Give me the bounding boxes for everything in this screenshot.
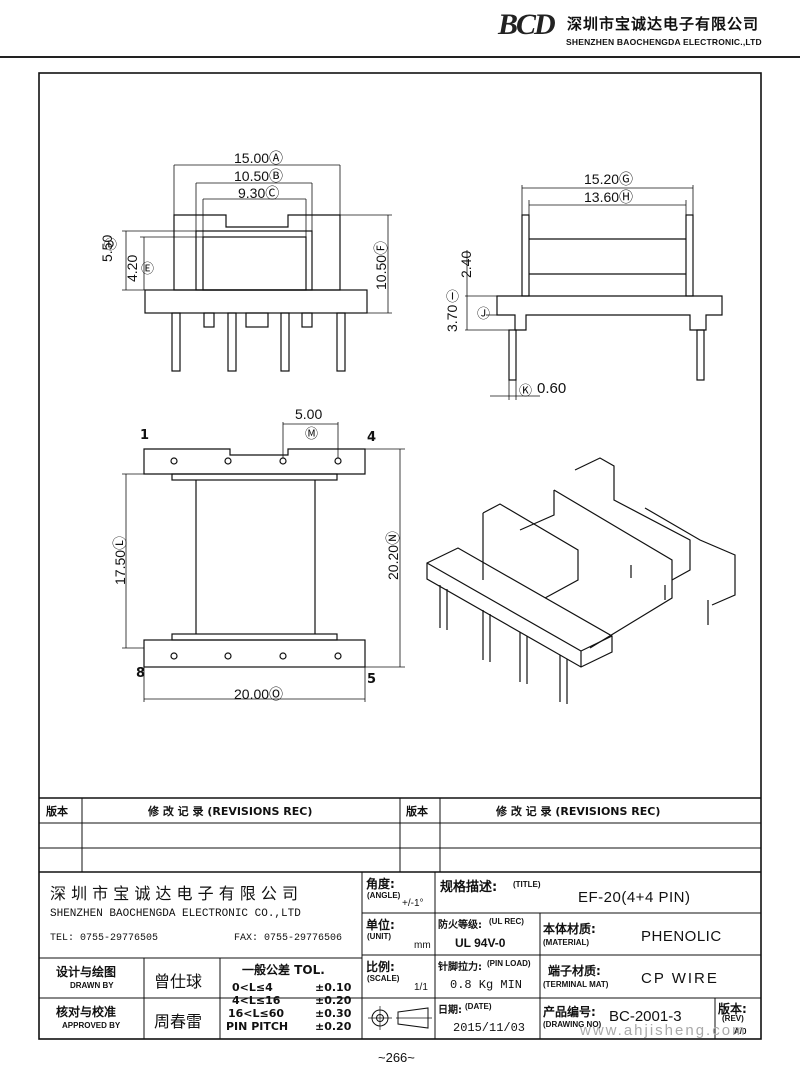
title-block-lines: [39, 872, 761, 1039]
tb-title-val: EF-20(4+4 PIN): [578, 889, 691, 906]
tb-ul-val: UL 94V-0: [455, 936, 506, 950]
dim-d: Ⓓ: [104, 237, 118, 252]
tb-drawing-val: BC-2001-3: [609, 1008, 682, 1025]
pin-1-label: 1: [140, 428, 150, 443]
tol-range: PIN PITCH: [226, 1020, 289, 1033]
tol-value: ±0.30: [315, 1007, 352, 1020]
revision-col-record-2: 修 改 记 录 (REVISIONS REC): [496, 805, 661, 818]
tb-scale-cn: 比例:: [366, 960, 395, 974]
tol-range: 0<L≤4: [232, 981, 273, 994]
tb-title-cn: 规格描述:: [440, 880, 498, 895]
tb-pin-load-cn: 针脚拉力:: [438, 962, 482, 973]
tb-scale-en: (SCALE): [367, 974, 400, 983]
tb-terminal-en: (TERMINAL MAT): [543, 980, 609, 989]
tb-approved-val: 周春雷: [154, 1012, 203, 1031]
dim-m: 5.00: [295, 406, 323, 422]
tb-angle-cn: 角度:: [366, 877, 395, 891]
tol-value: ±0.20: [315, 1020, 352, 1033]
tb-pin-load-val: 0.8 Kg MIN: [450, 978, 523, 992]
tb-drawing-en: (DRAWING NO): [543, 1020, 602, 1029]
revision-col-record: 修 改 记 录 (REVISIONS REC): [148, 805, 313, 818]
tol-value: ±0.20: [315, 994, 352, 1007]
pin-4-label: 4: [367, 430, 377, 445]
tb-angle-val: +/-1°: [402, 898, 424, 909]
front-view: [122, 164, 392, 372]
tb-drawn-val: 曾仕球: [154, 972, 203, 991]
dim-c: 9.30Ⓒ: [238, 185, 280, 201]
header-company-cn: 深圳市宝诚达电子有限公司: [567, 15, 760, 33]
dim-l: 17.50Ⓛ: [112, 535, 128, 585]
side-view: [465, 185, 723, 400]
tb-drawn-cn: 设计与绘图: [56, 965, 117, 979]
tb-scale-val: 1/1: [414, 982, 428, 993]
dim-i: Ⓘ: [446, 289, 460, 304]
pin-5-label: 5: [367, 672, 377, 687]
tb-rev-cn: 版本:: [718, 1002, 747, 1016]
dim-g: 15.20Ⓖ: [584, 171, 634, 187]
tb-unit-en: (UNIT): [367, 932, 391, 941]
tb-date-cn: 日期:: [438, 1005, 462, 1016]
tb-material-en: (MATERIAL): [543, 938, 590, 947]
tb-material-val: PHENOLIC: [641, 928, 722, 945]
dim-n: 20.20Ⓝ: [385, 530, 401, 580]
revision-table-lines: [39, 798, 761, 873]
tol-value: ±0.10: [315, 981, 352, 994]
dim-f: 10.50Ⓕ: [373, 240, 389, 290]
tb-material-cn: 本体材质:: [543, 922, 596, 936]
header: BCD 深圳市宝诚达电子有限公司 SHENZHEN BAOCHENGDA ELE…: [0, 0, 800, 70]
tol-range: 4<L≤16: [232, 994, 281, 1007]
tb-date-en: (DATE): [465, 1002, 492, 1011]
page-number: ~266~: [378, 1050, 415, 1065]
dim-d-value: 5.50: [99, 234, 115, 262]
tb-rev-val: A/0: [734, 1027, 747, 1036]
tol-range: 16<L≤60: [228, 1007, 285, 1020]
dim-b: 10.50Ⓑ: [234, 168, 284, 184]
tb-angle-en: (ANGLE): [367, 891, 401, 900]
tb-approved-cn: 核对与校准: [56, 1005, 117, 1019]
tb-unit-cn: 单位:: [366, 918, 395, 932]
tb-ul-en: (UL REC): [489, 917, 524, 926]
tb-tel: TEL: 0755-29776505: [50, 933, 159, 944]
tb-terminal-val: CP WIRE: [641, 970, 719, 987]
dim-i-value: 3.70: [444, 304, 460, 332]
dim-m-symbol: Ⓜ: [305, 426, 319, 441]
tb-rev-en: (REV): [722, 1014, 744, 1023]
tb-approved-en: APPROVED BY: [62, 1021, 121, 1030]
tb-terminal-cn: 端子材质:: [548, 964, 601, 978]
isometric-view: [426, 457, 736, 704]
header-company-en: SHENZHEN BAOCHENGDA ELECTRONIC.,LTD: [566, 37, 762, 47]
dim-j: Ⓙ: [477, 306, 491, 321]
tb-drawn-en: DRAWN BY: [70, 981, 114, 990]
tb-company-en: SHENZHEN BAOCHENGDA ELECTRONIC CO.,LTD: [50, 908, 301, 920]
dim-k: Ⓚ: [519, 383, 533, 398]
tb-drawing-cn: 产品编号:: [543, 1005, 596, 1019]
revision-col-version-2: 版本: [406, 805, 428, 818]
tb-ul-cn: 防火等级:: [438, 920, 482, 931]
tb-fax: FAX: 0755-29776506: [234, 933, 343, 944]
tb-date-val: 2015/11/03: [453, 1021, 526, 1035]
revision-col-version: 版本: [46, 805, 68, 818]
header-rule: [0, 56, 800, 58]
dim-top: 2.40: [458, 250, 474, 278]
pin-8-label: 8: [136, 666, 146, 681]
dim-h: 13.60Ⓗ: [584, 189, 634, 205]
dim-k-value: 0.60: [537, 380, 567, 397]
tb-title-en: (TITLE): [513, 880, 541, 889]
tb-tol-title: 一般公差 TOL.: [242, 963, 325, 977]
dim-e: Ⓔ: [141, 261, 155, 276]
company-logo: BCD: [498, 8, 556, 41]
tb-unit-val: mm: [414, 940, 431, 951]
dim-e-value: 4.20: [124, 254, 140, 282]
dim-o: 20.00Ⓞ: [234, 686, 284, 702]
tb-pin-load-en: (PIN LOAD): [487, 959, 531, 968]
dim-a: 15.00Ⓐ: [234, 150, 284, 166]
watermark: www.ahjisheng.com: [580, 1022, 747, 1039]
tb-company-cn: 深 圳 市 宝 诚 达 电 子 有 限 公 司: [50, 884, 298, 903]
bottom-view: [122, 422, 405, 702]
